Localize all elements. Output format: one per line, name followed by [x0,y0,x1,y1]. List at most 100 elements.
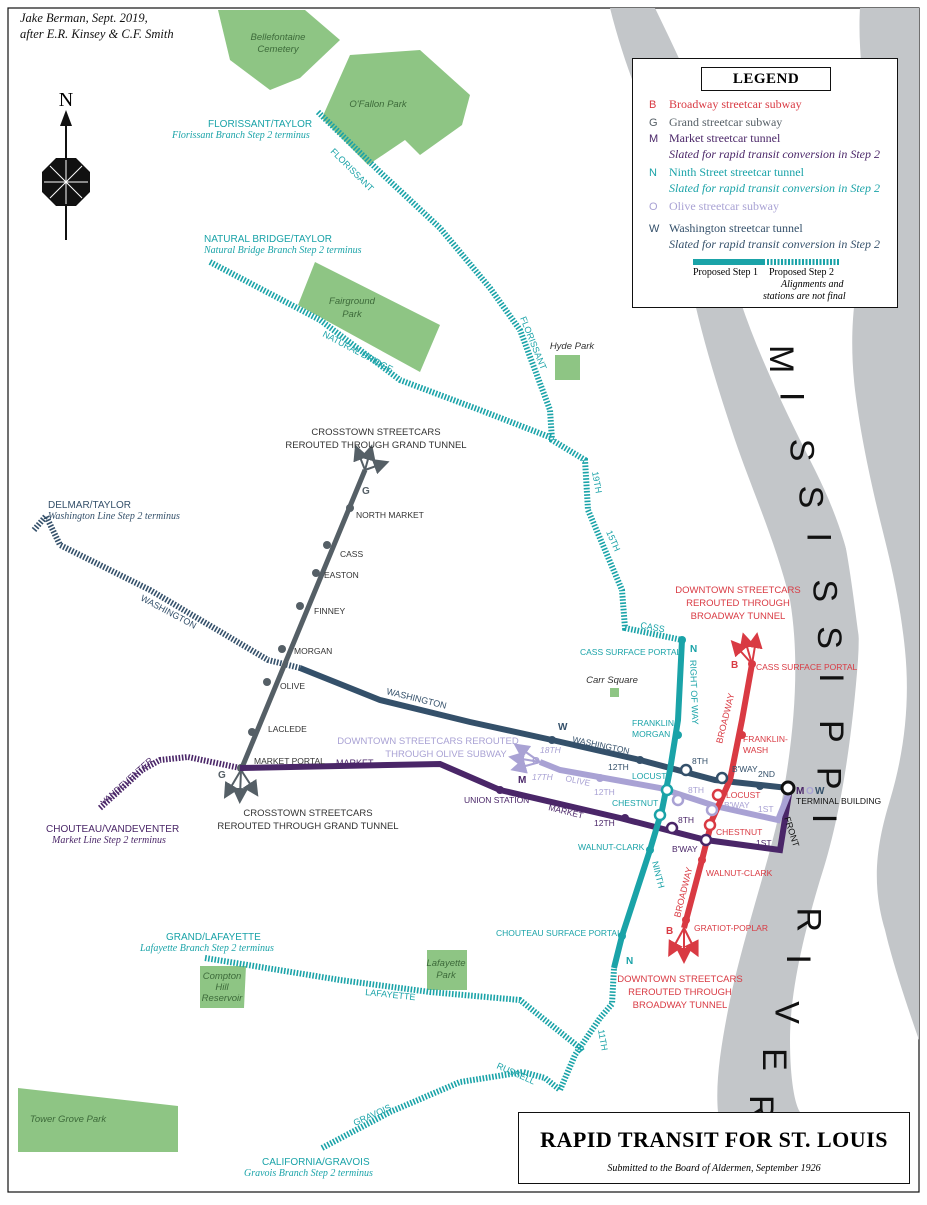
credit-line-2: after E.R. Kinsey & C.F. Smith [20,27,174,41]
note-broadway-north-1: DOWNTOWN STREETCARS [675,585,800,596]
station-grand-olive [263,678,271,686]
label-chouteau-portal: CHOUTEAU SURFACE PORTAL [496,928,622,938]
park-label-lafayette-2: Park [436,970,457,981]
street-ninth: NINTH [650,860,666,889]
station-chouteau-portal [618,932,626,940]
legend-label-ninth: Ninth Street streetcar tunnel [669,165,804,179]
arrow-broadway-s3 [683,927,699,958]
station-morgan [278,645,286,653]
label-o-bway: B'WAY [724,800,750,810]
street-broadway-n: BROADWAY [714,692,736,744]
legend-sym-w: W [649,223,660,235]
station-m-12th [621,814,629,822]
park-label-ofallon: O'Fallon Park [349,99,408,110]
park-tower-grove [18,1088,178,1152]
station-n-cass [678,636,686,644]
legend-sub-ninth: Slated for rapid transit conversion in S… [669,181,880,195]
park-label-cemetery: Cemetery [257,44,299,55]
legend-note-2: stations are not final [763,291,846,302]
note-broadway-south-2: REROUTED THROUGH [628,987,732,998]
label-market-portal: MARKET PORTAL [254,756,325,766]
arrow-grand-s2 [232,769,249,804]
legend-sym-n: N [649,167,657,179]
legend-note-1: Alignments and [781,279,844,290]
letter-ninth-south: N [626,956,633,967]
label-morgan: MORGAN [294,646,332,656]
legend-step2-label: Proposed Step 2 [769,267,834,278]
river-letter: V [767,1001,805,1024]
river-island [839,470,885,660]
park-label-tower-grove: Tower Grove Park [30,1114,107,1125]
label-m-12th: 12TH [594,818,615,828]
transfer-bway-washington [715,771,729,785]
legend-title: LEGEND [701,67,831,91]
transfer-chestnut-n [653,808,667,822]
station-franklin-morgan [674,731,682,739]
transfer-bway-olive [705,803,719,817]
route-lafayette [204,955,586,1054]
park-hyde [555,355,580,380]
street-market: MARKET [336,758,374,768]
river-letter: I [805,814,843,823]
street-19th: 19TH [590,471,604,494]
label-terminal-building: TERMINAL BUILDING [796,796,881,806]
street-vandeventer: VANDEVENTER [99,755,156,807]
map-credit: Jake Berman, Sept. 2019, after E.R. Kins… [20,10,174,42]
letter-washington: W [558,722,568,733]
label-easton: EASTON [324,570,359,580]
park-carr-square [610,688,619,697]
station-finney [296,602,304,610]
label-w-12th: 12TH [608,762,629,772]
park-label-fairground-2: Park [342,309,363,320]
river-letter: S [782,439,820,462]
label-n-cass-portal: CASS SURFACE PORTAL [580,647,682,657]
note-grand-north-1: CROSSTOWN STREETCARS [311,427,440,438]
transfer-8th-olive [671,793,685,807]
terminus-chouteau: CHOUTEAU/VANDEVENTER [46,824,179,835]
station-o-12th [596,774,604,782]
note-broadway-north-3: BROADWAY TUNNEL [691,611,786,622]
station-n-walnut [646,846,654,854]
letter-grand-north: G [362,486,370,497]
legend-label-market: Market streetcar tunnel [669,131,781,145]
route-washington [298,665,789,791]
legend-sub-market: Slated for rapid transit conversion in S… [669,147,880,161]
letter-broadway-north: B [731,660,738,671]
station-union [496,786,504,794]
terminus-california-sub: Gravois Branch Step 2 terminus [244,1168,373,1179]
note-broadway-south-1: DOWNTOWN STREETCARS [617,974,742,985]
letter-terminal-w: W [815,786,825,797]
legend-label-broadway: Broadway streetcar subway [669,97,802,111]
arrow-broadway-n3 [730,640,753,665]
arrow-grand-n1 [360,444,376,471]
label-chestnut-n: CHESTNUT [612,798,658,808]
map-subtitle: Submitted to the Board of Aldermen, Sept… [607,1163,821,1174]
station-b-walnut [698,856,706,864]
park-label-carr: Carr Square [586,675,638,686]
label-franklin-morgan-1: FRANKLIN- [632,718,677,728]
legend-label-washington: Washington streetcar tunnel [669,221,803,235]
legend-step2-swatch [767,259,839,265]
station-w-2nd [756,782,764,790]
legend-label-grand: Grand streetcar subway [669,115,783,129]
label-b-cass-portal: CASS SURFACE PORTAL [756,662,858,672]
letter-terminal-m: M [796,786,804,797]
terminus-chouteau-sub: Market Line Step 2 terminus [51,835,166,846]
street-11th: 11TH [596,1029,610,1052]
station-b-cass [748,660,756,668]
river-letter: P [812,720,850,743]
transfer-8th-washington [679,763,693,777]
note-grand-north-2: REROUTED THROUGH GRAND TUNNEL [285,440,466,451]
label-laclede: LACLEDE [268,724,307,734]
label-o-8th: 8TH [688,785,704,795]
legend-sub-washington: Slated for rapid transit conversion in S… [669,237,880,251]
station-franklin-wash [738,731,746,739]
note-broadway-south-3: BROADWAY TUNNEL [633,1000,728,1011]
park-label-compton-1: Compton [203,971,242,982]
park-label-bellefontaine: Bellefontaine [251,32,306,43]
note-olive-1: DOWNTOWN STREETCARS REROUTED [337,736,519,747]
